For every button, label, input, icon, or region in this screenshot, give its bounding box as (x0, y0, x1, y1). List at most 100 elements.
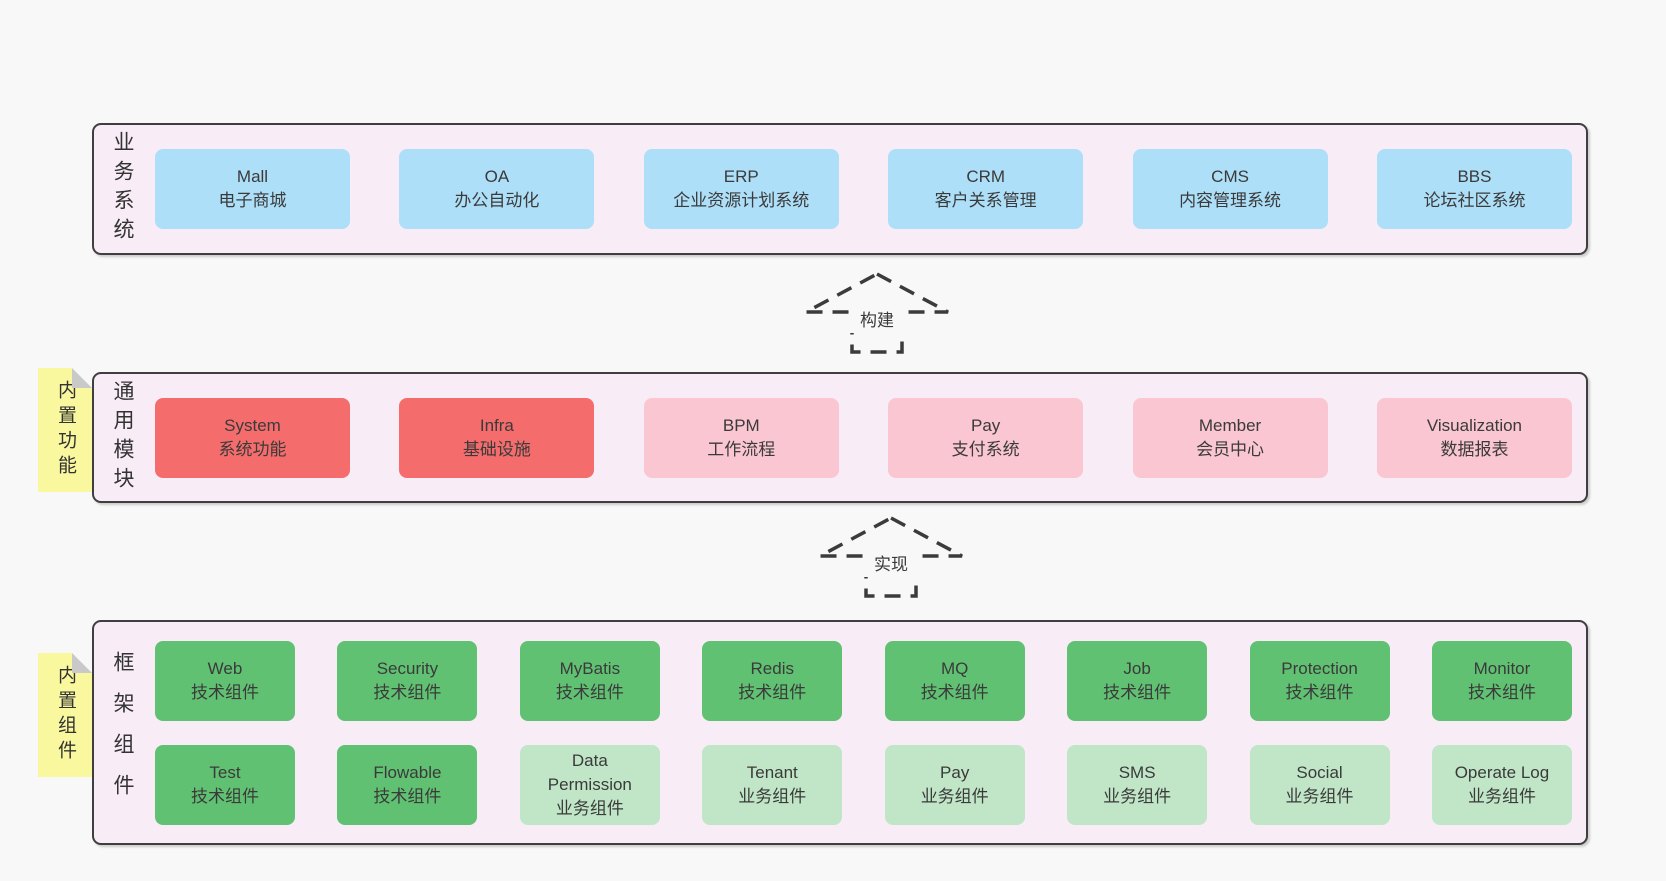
box-desc: 办公自动化 (454, 191, 540, 210)
component-box-social: Social 业务组件 (1249, 744, 1390, 825)
arrow-label-bg (850, 305, 904, 333)
box-desc: 技术组件 (191, 786, 259, 806)
box-desc: 支付系统 (951, 439, 1020, 459)
system-box-bbs: BBS 论坛社区系统 (1376, 149, 1572, 229)
box-name: Security (376, 658, 439, 678)
box-name: Tenant (746, 762, 798, 782)
box-name: System (224, 415, 281, 435)
box-name: OA (484, 167, 510, 186)
layer-label-common-modules: 通用模块 (111, 379, 134, 496)
component-box-security: Security 技术组件 (337, 640, 478, 721)
module-box-infra: Infra 基础设施 (399, 397, 595, 478)
box-desc: 业务组件 (1103, 786, 1172, 806)
box-desc: 技术组件 (191, 682, 259, 702)
sticky-note-builtin-features: 内置功能 (38, 368, 92, 492)
box-desc: 业务组件 (920, 786, 989, 806)
box-desc: 技术组件 (373, 786, 442, 806)
box-desc: 客户关系管理 (934, 191, 1037, 210)
system-box-oa: OA 办公自动化 (399, 149, 595, 229)
component-box-data-permission: Data Permission 业务组件 (519, 744, 660, 825)
sticky-note-label: 内置功能 (55, 380, 76, 480)
sticky-note-label: 内置组件 (55, 665, 76, 765)
box-desc: 业务组件 (555, 798, 624, 818)
box-desc: 内容管理系统 (1179, 191, 1282, 210)
box-name: MQ (940, 658, 969, 678)
module-box-visualization: Visualization 数据报表 (1376, 397, 1572, 478)
layer-business-systems: 业务系统 Mall 电子商城 OA 办公自动化 ERP 企业资源计划系统 CRM… (92, 123, 1588, 255)
box-name: CMS (1211, 167, 1249, 186)
arrow-outline (805, 272, 949, 354)
box-desc: 技术组件 (1103, 682, 1172, 702)
component-box-monitor: Monitor 技术组件 (1431, 640, 1572, 721)
box-desc: 技术组件 (920, 682, 989, 702)
component-box-protection: Protection 技术组件 (1249, 640, 1390, 721)
module-box-bpm: BPM 工作流程 (643, 397, 839, 478)
folded-corner-icon (72, 368, 92, 388)
box-name: MyBatis (559, 658, 621, 678)
box-name: SMS (1118, 762, 1156, 782)
box-desc: 工作流程 (707, 439, 776, 459)
box-name: ERP (723, 167, 759, 186)
box-desc: 电子商城 (218, 191, 287, 210)
system-box-mall: Mall 电子商城 (155, 149, 350, 229)
box-name: Pay (940, 762, 970, 782)
system-box-erp: ERP 企业资源计划系统 (643, 149, 839, 229)
box-name: Job (1123, 658, 1151, 678)
box-name: BBS (1457, 167, 1492, 186)
module-box-pay: Pay 支付系统 (888, 397, 1084, 478)
box-desc: 系统功能 (218, 439, 287, 459)
box-desc: 技术组件 (1467, 682, 1536, 702)
component-box-flowable: Flowable 技术组件 (337, 744, 478, 825)
box-name: Test (209, 762, 241, 782)
arrow-label-bg (864, 549, 918, 577)
box-desc: 技术组件 (555, 682, 624, 702)
arrow-outline (819, 516, 963, 598)
box-name: Visualization (1426, 415, 1523, 435)
component-box-test: Test 技术组件 (155, 744, 295, 825)
box-desc: 论坛社区系统 (1423, 191, 1526, 210)
box-desc: 企业资源计划系统 (673, 191, 810, 210)
arrow-label: 实现 (874, 555, 908, 574)
component-box-pay: Pay 业务组件 (884, 744, 1025, 825)
dashed-up-arrow-icon: 构建 (805, 272, 949, 354)
box-name: Member (1198, 415, 1262, 435)
box-desc: 基础设施 (462, 439, 531, 459)
box-name: Web (207, 658, 243, 678)
component-box-redis: Redis 技术组件 (702, 640, 843, 721)
box-desc: 技术组件 (738, 682, 807, 702)
box-name: CRM (966, 167, 1006, 186)
box-name: Flowable (373, 762, 442, 782)
box-desc: 技术组件 (1285, 682, 1354, 702)
component-boxes-grid: Web 技术组件 Security 技术组件 MyBatis 技术组件 Redi… (137, 622, 1586, 843)
layer-framework-components: 框架组件 Web 技术组件 Security 技术组件 MyBatis 技术组件… (92, 620, 1588, 845)
box-name: Pay (971, 415, 1001, 435)
box-name: Data Permission (547, 750, 632, 794)
box-desc: 会员中心 (1196, 439, 1265, 459)
layer-common-modules: 通用模块 System 系统功能 Infra 基础设施 BPM 工作流程 Pay… (92, 372, 1588, 503)
module-box-member: Member 会员中心 (1132, 397, 1328, 478)
dashed-up-arrow-icon: 实现 (819, 516, 963, 598)
component-row-2: Test 技术组件 Flowable 技术组件 Data Permission … (155, 744, 1572, 825)
module-boxes-row: System 系统功能 Infra 基础设施 BPM 工作流程 Pay 支付系统… (137, 374, 1586, 501)
layer-label-framework-components: 框架组件 (111, 650, 134, 815)
arrow-label: 构建 (860, 311, 894, 330)
box-name: BPM (722, 415, 760, 435)
layer-label-business-systems: 业务系统 (111, 131, 134, 247)
box-desc: 技术组件 (373, 682, 442, 702)
component-box-sms: SMS 业务组件 (1067, 744, 1208, 825)
system-box-crm: CRM 客户关系管理 (888, 149, 1084, 229)
box-name: Monitor (1473, 658, 1531, 678)
component-box-web: Web 技术组件 (155, 640, 295, 721)
box-name: Operate Log (1454, 762, 1550, 782)
sticky-note-builtin-components: 内置组件 (38, 653, 92, 777)
box-name: Infra (479, 415, 514, 435)
component-box-mybatis: MyBatis 技术组件 (519, 640, 660, 721)
box-desc: 业务组件 (1467, 786, 1536, 806)
folded-corner-icon (72, 653, 92, 673)
component-box-tenant: Tenant 业务组件 (702, 744, 843, 825)
module-box-system: System 系统功能 (155, 397, 350, 478)
business-boxes-row: Mall 电子商城 OA 办公自动化 ERP 企业资源计划系统 CRM 客户关系… (137, 125, 1586, 253)
system-box-cms: CMS 内容管理系统 (1132, 149, 1328, 229)
component-box-job: Job 技术组件 (1067, 640, 1208, 721)
box-name: Mall (236, 167, 269, 186)
